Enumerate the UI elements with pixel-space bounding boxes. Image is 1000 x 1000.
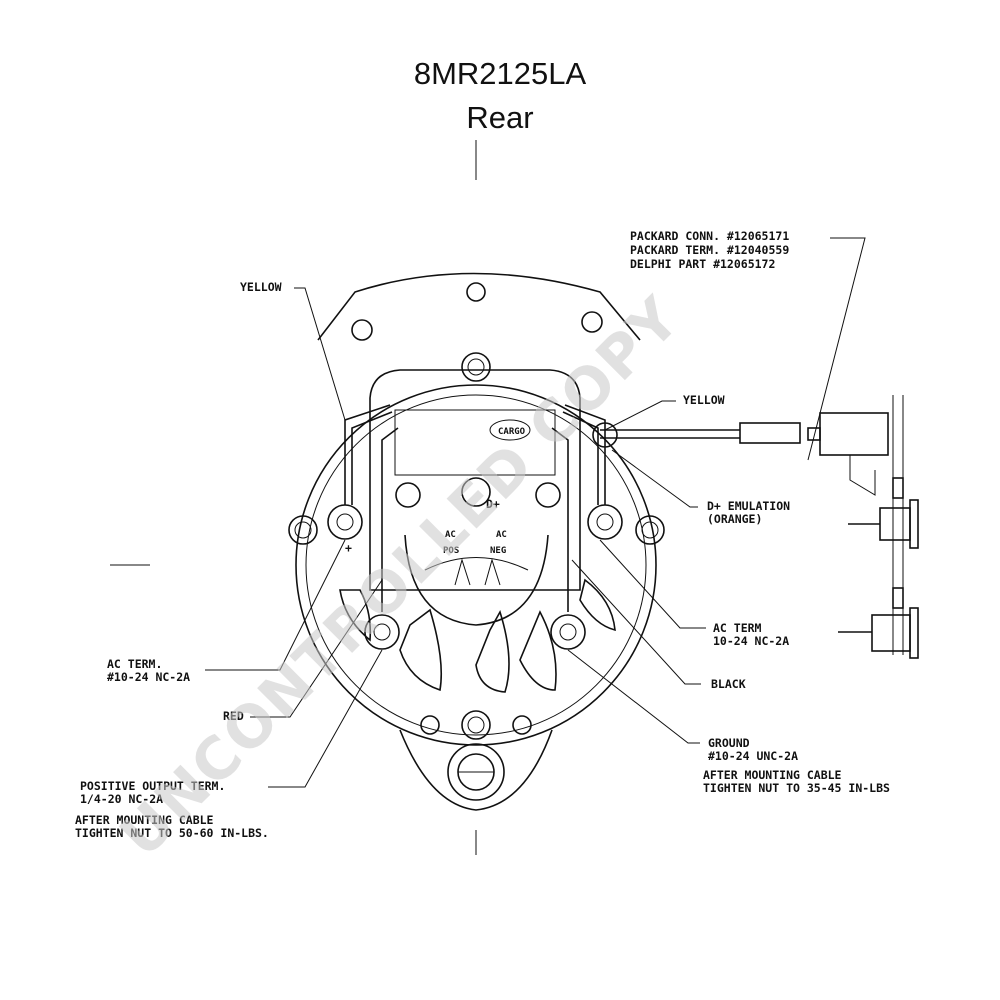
bolts [288,352,665,740]
model-title: 8MR2125LA [413,56,587,91]
d-plus-stud [461,477,491,507]
yellow-left-label: YELLOW [240,280,282,294]
d-plus-emulation-color: (ORANGE) [707,512,762,526]
ac-left-mark: AC [445,530,456,540]
d-plus-emulation-label: D+ EMULATION [707,499,790,513]
bottom-lug [399,729,553,811]
ac-term-left-thread: #10-24 NC-2A [107,670,190,684]
ac-term-left-stud [327,504,363,540]
ac-term-right-stud [587,504,623,540]
neg-mark: NEG [490,546,506,556]
red-label: RED [223,709,244,723]
plus-mark: + [345,541,352,555]
packard-term-label: PACKARD TERM. #12040559 [630,243,789,257]
cooling-vents [339,578,616,693]
packard-conn-label: PACKARD CONN. #12065171 [630,229,789,243]
ac-right-mark: AC [496,530,507,540]
view-subtitle: Rear [466,100,534,135]
ground-stud [550,614,586,650]
ground-note-1: AFTER MOUNTING CABLE [703,768,842,782]
positive-output-stud [364,614,400,650]
black-label: BLACK [711,677,746,691]
callout-labels: PACKARD CONN. #12065171 PACKARD TERM. #1… [75,229,890,840]
ground-label: GROUND [708,736,750,750]
terminal-block: D+ AC AC POS NEG + [345,477,549,626]
brand-badge [489,419,531,441]
ac-term-right-label: AC TERM [713,621,762,635]
delphi-part-label: DELPHI PART #12065172 [630,257,775,271]
ac-term-right-thread: 10-24 NC-2A [713,634,789,648]
ground-thread: #10-24 UNC-2A [708,749,798,763]
centerlines [110,140,477,855]
regulator-housing: CARGO [369,369,581,591]
yellow-right-label: YELLOW [683,393,725,407]
positive-output-thread: 1/4-20 NC-2A [80,792,163,806]
positive-output-label: POSITIVE OUTPUT TERM. [80,779,225,793]
positive-note-2: TIGHTEN NUT TO 50-60 IN-LBS. [75,826,269,840]
uncontrolled-copy-watermark: UNCONTROLLED COPY [107,283,694,870]
housing [295,384,657,746]
positive-note-1: AFTER MOUNTING CABLE [75,813,214,827]
pos-mark: POS [443,546,459,556]
ground-note-2: TIGHTEN NUT TO 35-45 IN-LBS [703,781,890,795]
brand-text: CARGO [498,427,526,437]
mounting-ear [317,272,641,341]
d-plus-mark: D+ [486,497,500,511]
leader-lines [205,237,866,788]
ac-term-left-label: AC TERM. [107,657,162,671]
